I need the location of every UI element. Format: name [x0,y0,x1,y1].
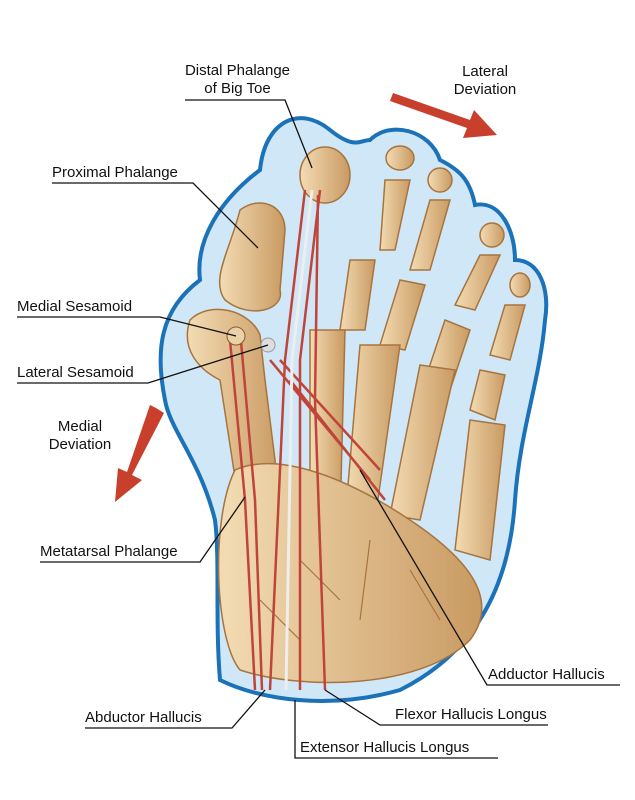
bones [186,145,531,684]
leader-lines [17,99,620,759]
label-text: Medial [57,418,103,435]
label-text: Lateral [462,63,508,80]
label-extensor-hallucis-longus: Extensor Hallucis Longus [300,739,470,756]
lateral-deviation-arrow [390,93,497,138]
label-flexor-hallucis-longus: Flexor Hallucis Longus [395,706,547,723]
label-proximal-phalange: Proximal Phalange [52,164,178,181]
label-text: Deviation [48,436,112,453]
tendons [228,189,386,691]
label-metatarsal-phalange: Metatarsal Phalange [40,543,178,560]
label-adductor-hallucis: Adductor Hallucis [488,666,605,683]
medial-deviation-arrow [115,405,164,502]
label-text: of Big Toe [204,80,271,97]
label-text: Deviation [453,81,517,98]
label-lateral-sesamoid: Lateral Sesamoid [17,364,134,381]
label-medial-sesamoid: Medial Sesamoid [17,298,133,315]
label-abductor-hallucis: Abductor Hallucis [85,709,202,726]
label-text: Distal Phalange [184,62,291,79]
